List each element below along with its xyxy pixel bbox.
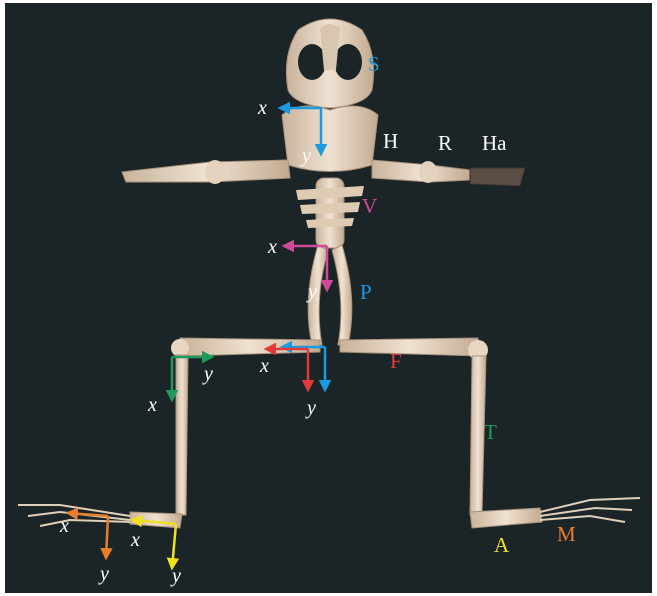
tibia-y-label: y: [204, 364, 213, 384]
metatarsal-x-label: x: [60, 516, 69, 536]
femur-x-label: x: [260, 356, 269, 376]
label-femur: F: [390, 351, 402, 372]
skull-x-label: x: [258, 98, 267, 118]
label-skull: S: [368, 54, 380, 75]
vertebrae-x-label: x: [268, 237, 277, 257]
tibia-x-label: x: [148, 395, 157, 415]
skull: [286, 19, 373, 108]
label-pelvis: P: [360, 282, 372, 303]
label-hand: Ha: [482, 133, 507, 154]
label-radius: R: [438, 133, 452, 154]
label-vertebrae: V: [362, 196, 377, 217]
vertebrae-y-label: y: [308, 282, 317, 302]
shoulder-girdle: [282, 106, 378, 172]
label-humerus: H: [383, 131, 398, 152]
label-tibia: T: [484, 422, 497, 443]
pelvis-y-label: y: [307, 398, 316, 418]
metatarsal-y-label: y: [100, 564, 109, 584]
ankle-x-label: x: [131, 530, 140, 550]
label-ankle: A: [494, 535, 509, 556]
ankle-y-label: y: [172, 566, 181, 586]
skull-y-label: y: [302, 146, 311, 166]
label-metatarsal: M: [557, 524, 576, 545]
